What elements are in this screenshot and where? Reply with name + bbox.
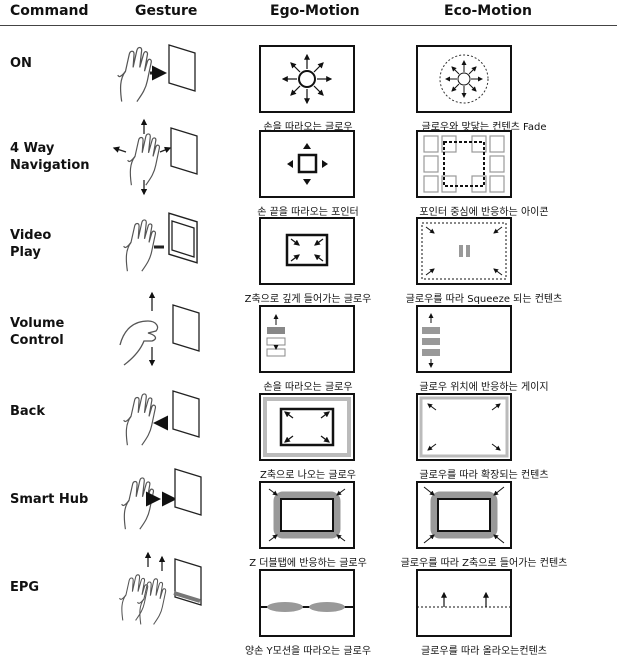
header-ego-motion: Ego-Motion (270, 3, 360, 19)
row-volume-control: Volume Control 손을 따라오는 글로우 (0, 291, 617, 407)
header-eco-motion: Eco-Motion (444, 3, 532, 19)
row-4-way-navigation: 4 Way Navigation (0, 118, 617, 232)
gesture-push-screen-icon (108, 212, 218, 303)
row-back: Back Z축으로 나오는 글로우 글로우를 따라 확장 (0, 390, 617, 495)
command-label: EPG (10, 580, 40, 595)
ego-caption: 양손 Y모션을 따라오는 글로우 (244, 646, 372, 657)
ego-caption: 손을 따라오는 글로우 (263, 382, 353, 393)
ego-caption: Z 더블탭에 반응하는 글로우 (249, 558, 367, 569)
ego-caption: Z축으로 나오는 글로우 (259, 470, 356, 481)
ego-caption: Z축으로 깊게 들어가는 글로우 (244, 294, 372, 305)
eco-panel-gauge (416, 305, 512, 373)
eco-caption: 글로우를 따라 올라오는컨텐츠 (421, 646, 547, 657)
eco-panel-icons (416, 130, 512, 198)
eco-panel-squeeze (416, 217, 512, 285)
gesture-push-hand-icon (108, 44, 218, 131)
command-label: Video Play (10, 228, 52, 260)
command-label: Back (10, 404, 46, 419)
ego-panel-double-tap (259, 481, 355, 549)
gesture-two-hand-up-icon (108, 551, 218, 655)
row-smart-hub: Smart Hub Z 더블탭에 (0, 468, 617, 583)
eco-caption: 글로우를 따라 확장되는 컨텐츠 (419, 470, 549, 481)
gesture-vertical-hand-icon (108, 291, 218, 391)
ego-caption: 손을 따라오는 글로우 (263, 122, 353, 133)
command-label: ON (10, 56, 32, 71)
eco-caption: 글로우 위치에 반응하는 게이지 (419, 382, 549, 393)
ego-panel-z-depth (259, 217, 355, 285)
row-on: ON (0, 44, 617, 147)
ego-panel-z-out (259, 393, 355, 461)
header-divider (0, 25, 617, 26)
header-gesture: Gesture (135, 3, 198, 19)
gesture-4-way-hand-icon (108, 118, 218, 216)
command-label: 4 Way Navigation (10, 141, 90, 173)
eco-panel-z-in (416, 481, 512, 549)
ego-panel-two-hand-y (259, 569, 355, 637)
command-label: Smart Hub (10, 492, 89, 507)
eco-panel-expand (416, 393, 512, 461)
ego-caption: 손 끝을 따라오는 포인터 (257, 207, 359, 218)
row-video-play: Video Play Z축으로 깊게 들어가는 (0, 212, 617, 319)
eco-caption: 글로우를 따라 Squeeze 되는 컨텐츠 (405, 294, 563, 305)
eco-panel-rise (416, 569, 512, 637)
ego-panel-glow (259, 45, 355, 113)
command-label: Volume Control (10, 316, 65, 348)
eco-caption: 글로우와 맞닿는 컨텐츠 Fade (421, 122, 547, 133)
row-epg: EPG 양손 Y모션을 따라오는 글로우 글로우를 따라 올라오 (0, 551, 617, 671)
header-command: Command (10, 3, 89, 19)
gesture-pull-hand-icon (108, 390, 218, 479)
gesture-double-push-icon (108, 468, 218, 567)
eco-caption: 포인터 중심에 반응하는 아이콘 (419, 207, 549, 218)
ego-panel-volume (259, 305, 355, 373)
eco-caption: 글로우를 따라 Z축으로 들어가는 컨텐츠 (400, 558, 568, 569)
eco-panel-fade (416, 45, 512, 113)
ego-panel-pointer (259, 130, 355, 198)
